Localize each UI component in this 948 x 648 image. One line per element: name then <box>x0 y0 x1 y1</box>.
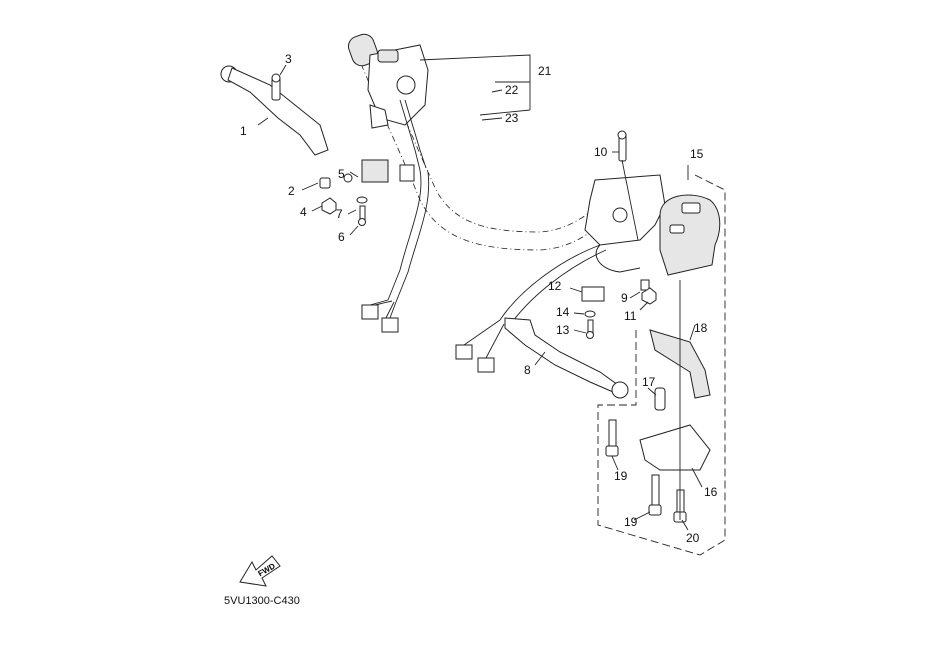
callout-4: 4 <box>300 205 307 219</box>
callout-10: 10 <box>594 145 608 159</box>
right-wire-harness <box>455 244 607 373</box>
callout-13: 13 <box>556 323 570 337</box>
master-cylinder <box>584 130 666 273</box>
callout-16: 16 <box>704 485 718 499</box>
callout-8: 8 <box>524 363 531 377</box>
handlebar <box>351 37 611 251</box>
leader-lines <box>257 64 703 531</box>
callout-7: 7 <box>336 207 343 221</box>
clutch-lever <box>220 65 329 156</box>
fwd-arrow-icon: FWD <box>239 555 281 587</box>
diagram-code: 5VU1300-C430 <box>224 595 300 607</box>
bracket-21 <box>419 54 531 116</box>
brake-lever <box>504 317 629 399</box>
callout-1: 1 <box>240 124 247 138</box>
callout-6: 6 <box>338 230 345 244</box>
callout-labels: 1 2 3 4 5 6 7 8 9 10 11 12 13 14 15 16 1… <box>240 52 718 545</box>
left-small-parts <box>271 73 415 226</box>
right-small-parts <box>581 279 657 339</box>
callout-19-upper: 19 <box>614 469 628 483</box>
left-switch-housing <box>347 33 429 171</box>
callout-20: 20 <box>686 531 700 545</box>
callout-18: 18 <box>694 321 708 335</box>
callout-12: 12 <box>548 279 562 293</box>
callout-14: 14 <box>556 305 570 319</box>
lock-lever-assembly <box>605 280 711 523</box>
callout-5: 5 <box>338 167 345 181</box>
left-wire-harness <box>361 169 430 333</box>
callout-2: 2 <box>288 184 295 198</box>
callout-11: 11 <box>624 309 637 323</box>
callout-3: 3 <box>285 52 292 66</box>
callout-15: 15 <box>690 147 704 161</box>
callout-21: 21 <box>538 64 552 78</box>
callout-23: 23 <box>505 111 519 125</box>
right-switch-housing <box>659 194 721 276</box>
callout-22: 22 <box>505 83 519 97</box>
callout-19-lower: 19 <box>624 515 638 529</box>
callout-9: 9 <box>621 291 628 305</box>
callout-17: 17 <box>642 375 656 389</box>
assembly-15-outline <box>597 174 726 556</box>
